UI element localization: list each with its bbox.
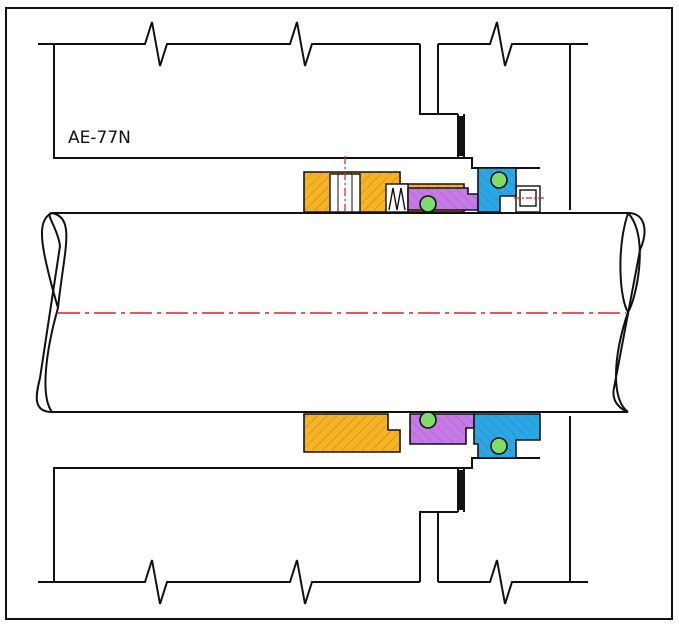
- o-ring: [490, 437, 508, 455]
- lower-drive-collar: [303, 413, 401, 453]
- o-ring: [419, 195, 437, 213]
- upper-spring: [385, 183, 409, 213]
- upper-rotary-face: [407, 187, 479, 211]
- lower-housing: [38, 416, 588, 605]
- upper-gasket: [458, 116, 464, 156]
- lower-gasket: [458, 470, 464, 510]
- o-ring: [419, 411, 437, 429]
- o-ring: [490, 171, 508, 189]
- model-label: AE-77N: [68, 128, 131, 148]
